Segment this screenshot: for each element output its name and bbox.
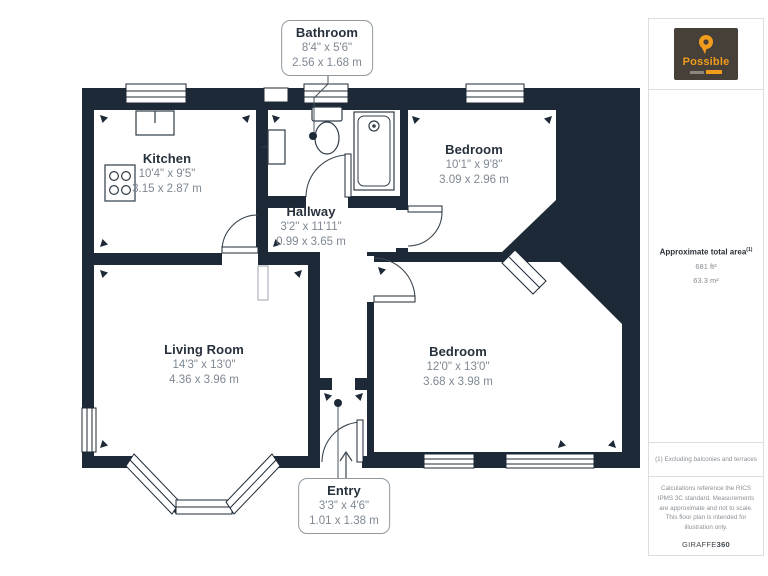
bedroom2-floor [374,262,622,452]
room-name: Hallway [286,204,336,219]
provider-brand: GIRAFFE360 [656,540,756,549]
bedroom2-door-arc [373,257,416,300]
bedroom2-door-leaf [373,295,416,303]
room-dim-imperial: 12'0" x 13'0" [426,361,490,373]
callout-leaders [309,74,342,478]
bedroom1-door-leaf [407,205,443,213]
bedroom2-window-1 [423,453,475,469]
bathroom-radiator [262,129,286,165]
entry-stub-left [320,378,332,390]
sink-icon [135,110,175,136]
room-dim-metric: 2.56 x 1.68 m [292,56,362,69]
total-area-imperial: 681 ft² [695,261,717,271]
bathroom-door-arc [305,154,349,198]
windows [81,83,595,515]
room-name: Bedroom [445,142,503,157]
bedroom2-door-gap [367,256,374,302]
bedroom1-door-arc [407,211,443,247]
footnote-section: (1) Excluding balconies and terraces [649,442,763,476]
living-floor [94,265,308,456]
bathroom-leader-line [313,74,329,132]
total-area-section: Approximate total area(1) 681 ft² 63.3 m… [649,90,763,442]
living-side-window [81,407,97,453]
disclaimer-section: Calculations reference the RICS IPMS 3C … [649,476,763,555]
entry-arrow-icon [339,450,353,479]
entry-anchor-dot [334,399,342,407]
room-dim-metric: 0.99 x 3.65 m [276,235,346,248]
room-name: Bathroom [295,25,359,40]
doors [221,153,443,463]
room-dim-metric: 3.09 x 2.96 m [439,173,509,186]
bay-window [125,453,281,515]
total-area-metric: 63.3 m² [693,275,719,285]
entry-door-leaf [356,419,364,463]
fixtures [104,106,395,301]
possible-logo: Possible [674,28,738,80]
provider-name: GIRAFFE [681,539,717,549]
room-dim-imperial: 3'2" x 11'11" [280,221,342,233]
diagonal-door [501,249,547,295]
entry-stub-right [355,378,367,390]
room-dim-imperial: 10'4" x 9'5" [138,168,196,180]
footnote-text: (1) Excluding balconies and terraces [655,456,757,463]
info-panel: Possible Approximate total area(1) 681 f… [648,18,764,556]
room-label-bedroom1: Bedroom 10'1" x 9'8" 3.09 x 2.96 m [439,142,509,187]
total-area-text: Approximate total area [659,247,747,257]
room-dim-metric: 3.68 x 3.98 m [423,375,493,388]
room-name: Bedroom [429,344,487,359]
disclaimer-text: Calculations reference the RICS IPMS 3C … [657,485,755,531]
kitchen-window [125,83,187,104]
room-dim-metric: 1.01 x 1.38 m [309,514,379,527]
room-dim-imperial: 10'1" x 9'8" [445,159,503,171]
bathroom-window [303,83,349,104]
bathroom-door-leaf [344,153,352,198]
room-name: Entry [327,483,361,498]
room-dim-metric: 4.36 x 3.96 m [169,373,239,386]
logo-section: Possible [649,19,763,90]
callout-entry: Entry 3'3" x 4'6" 1.01 x 1.38 m [298,478,390,534]
hob-icon [104,164,136,202]
bedroom1-door-gap [396,210,408,248]
room-name: Kitchen [142,151,192,166]
logo-tagline [690,70,722,74]
provider-suffix: 360 [716,539,731,549]
shower-icon [353,111,395,191]
room-label-living: Living Room 14'3" x 13'0" 4.36 x 3.96 m [164,342,244,387]
room-dim-imperial: 8'4" x 5'6" [301,42,353,54]
callout-bathroom: Bathroom 8'4" x 5'6" 2.56 x 1.68 m [281,20,373,76]
kitchen-door-arc [221,214,259,252]
room-label-kitchen: Kitchen 10'4" x 9'5" 3.15 x 2.87 m [132,151,202,196]
logo-tagline-text [690,70,704,74]
bedroom1-window [465,83,525,104]
bathroom-door-gap [306,196,348,208]
room-dim-imperial: 14'3" x 13'0" [172,359,236,371]
kitchen-door-gap [222,253,258,265]
room-label-hallway: Hallway 3'2" x 11'11" 0.99 x 3.65 m [276,204,346,249]
hallway-top-floor [268,208,396,252]
bathroom-window-small [263,87,289,103]
bedroom1-floor [408,110,556,252]
room-dim-imperial: 3'3" x 4'6" [318,500,370,512]
bathroom-anchor-dot [309,132,317,140]
total-area-label: Approximate total area(1) [660,247,753,257]
logo-brand: Possible [682,56,730,68]
room-name: Living Room [164,342,244,357]
footnote-marker: (1) [746,247,753,254]
bedroom2-window-2 [505,453,595,469]
dimension-ticks [100,115,616,448]
living-radiator [257,265,269,301]
logo-tagline-highlight [706,70,722,74]
room-label-bedroom2: Bedroom 12'0" x 13'0" 3.68 x 3.98 m [423,344,493,389]
room-dim-metric: 3.15 x 2.87 m [132,182,202,195]
floorplan-svg [81,74,640,515]
room-interiors [94,110,622,504]
room-labels: Kitchen 10'4" x 9'5" 3.15 x 2.87 m Bedro… [132,20,509,534]
entry-door-arc [321,421,363,463]
kitchen-door-leaf [221,246,259,254]
entry-door-gap [320,456,362,468]
possible-pin-icon [699,35,713,54]
